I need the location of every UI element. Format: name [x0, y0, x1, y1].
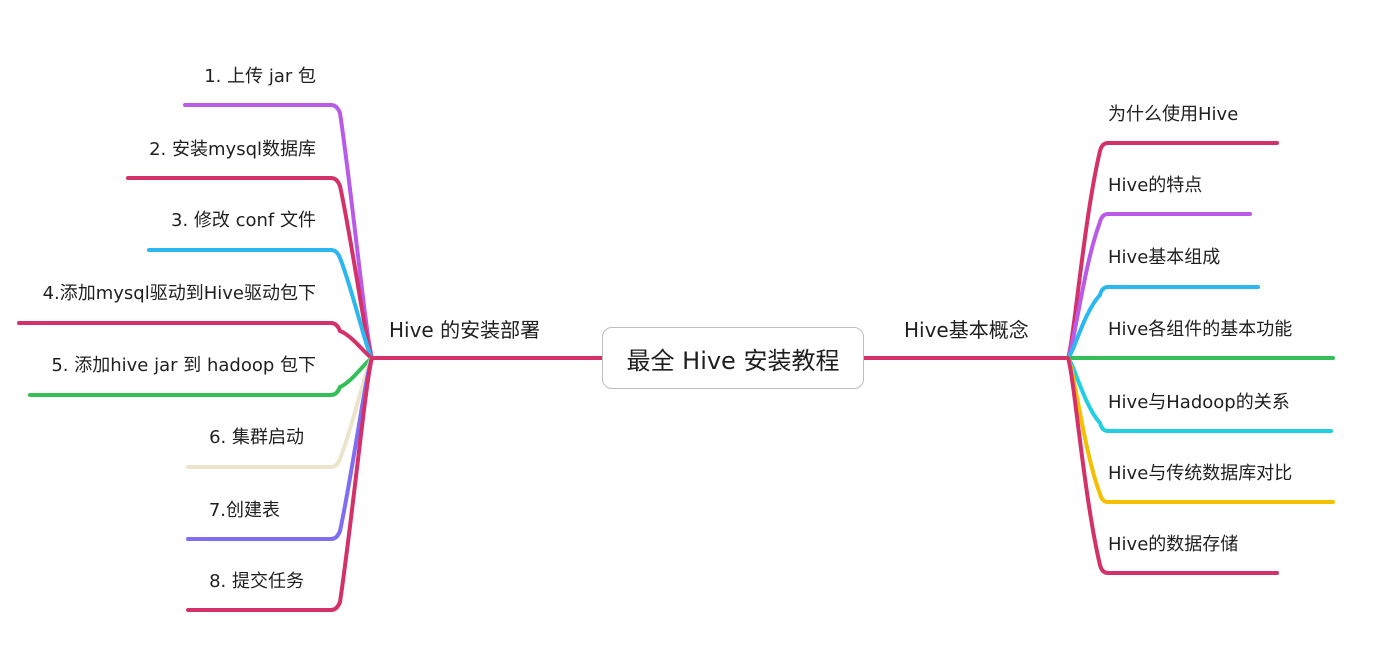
subtopic-add-mysql-driver[interactable]: 4.添加mysql驱动到Hive驱动包下 [43, 283, 316, 305]
connector-left-6 [186, 356, 374, 469]
connector-left-8 [186, 356, 374, 612]
subtopic-add-hive-jar[interactable]: 5. 添加hive jar 到 hadoop 包下 [51, 355, 316, 377]
subtopic-label: 2. 安装mysql数据库 [149, 139, 316, 160]
subtopic-hive-components[interactable]: Hive基本组成 [1108, 247, 1220, 269]
subtopic-label: Hive基本组成 [1108, 247, 1221, 268]
subtopic-cluster-start[interactable]: 6. 集群启动 [209, 427, 304, 449]
subtopic-label: 5. 添加hive jar 到 hadoop 包下 [51, 355, 316, 376]
central-topic[interactable]: 最全 Hive 安装教程 [602, 327, 864, 389]
subtopic-data-storage[interactable]: Hive的数据存储 [1108, 534, 1238, 556]
subtopic-label: 6. 集群启动 [209, 427, 304, 448]
connector-left-2 [126, 176, 374, 360]
subtopic-label: 4.添加mysql驱动到Hive驱动包下 [42, 283, 316, 304]
subtopic-hive-hadoop-relation[interactable]: Hive与Hadoop的关系 [1108, 392, 1290, 414]
subtopic-create-table[interactable]: 7.创建表 [209, 500, 280, 522]
main-topic-installation-label: Hive 的安装部署 [389, 318, 541, 342]
subtopic-label: 7.创建表 [208, 500, 280, 521]
subtopic-label: 1. 上传 jar 包 [204, 66, 316, 87]
main-topic-concepts-label: Hive基本概念 [904, 318, 1029, 342]
subtopic-label: 8. 提交任务 [209, 571, 304, 592]
subtopic-label: 为什么使用Hive [1108, 104, 1239, 125]
subtopic-submit-task[interactable]: 8. 提交任务 [209, 571, 304, 593]
subtopic-label: Hive各组件的基本功能 [1108, 319, 1293, 340]
subtopic-label: 3. 修改 conf 文件 [171, 210, 316, 231]
subtopic-label: Hive与Hadoop的关系 [1108, 392, 1290, 413]
subtopic-install-mysql[interactable]: 2. 安装mysql数据库 [149, 139, 316, 161]
subtopic-hive-vs-database[interactable]: Hive与传统数据库对比 [1108, 463, 1292, 485]
connector-right-3 [1066, 285, 1260, 360]
connector-left-5 [28, 356, 374, 397]
connector-right-5 [1066, 356, 1333, 433]
subtopic-label: Hive与传统数据库对比 [1108, 463, 1293, 484]
connector-left-4 [17, 321, 374, 360]
subtopic-hive-features[interactable]: Hive的特点 [1108, 175, 1202, 197]
subtopic-why-hive[interactable]: 为什么使用Hive [1108, 104, 1238, 126]
connector-right-7 [1066, 356, 1279, 575]
subtopic-modify-conf[interactable]: 3. 修改 conf 文件 [171, 210, 316, 232]
subtopic-label: Hive的数据存储 [1108, 534, 1239, 555]
central-topic-label: 最全 Hive 安装教程 [626, 346, 840, 375]
connector-right-2 [1066, 212, 1252, 360]
subtopic-label: Hive的特点 [1108, 175, 1203, 196]
main-topic-installation[interactable]: Hive 的安装部署 [389, 318, 540, 342]
main-topic-concepts[interactable]: Hive基本概念 [904, 318, 1029, 342]
subtopic-upload-jar[interactable]: 1. 上传 jar 包 [204, 66, 316, 88]
connector-left-3 [147, 248, 374, 360]
subtopic-component-functions[interactable]: Hive各组件的基本功能 [1108, 319, 1292, 341]
